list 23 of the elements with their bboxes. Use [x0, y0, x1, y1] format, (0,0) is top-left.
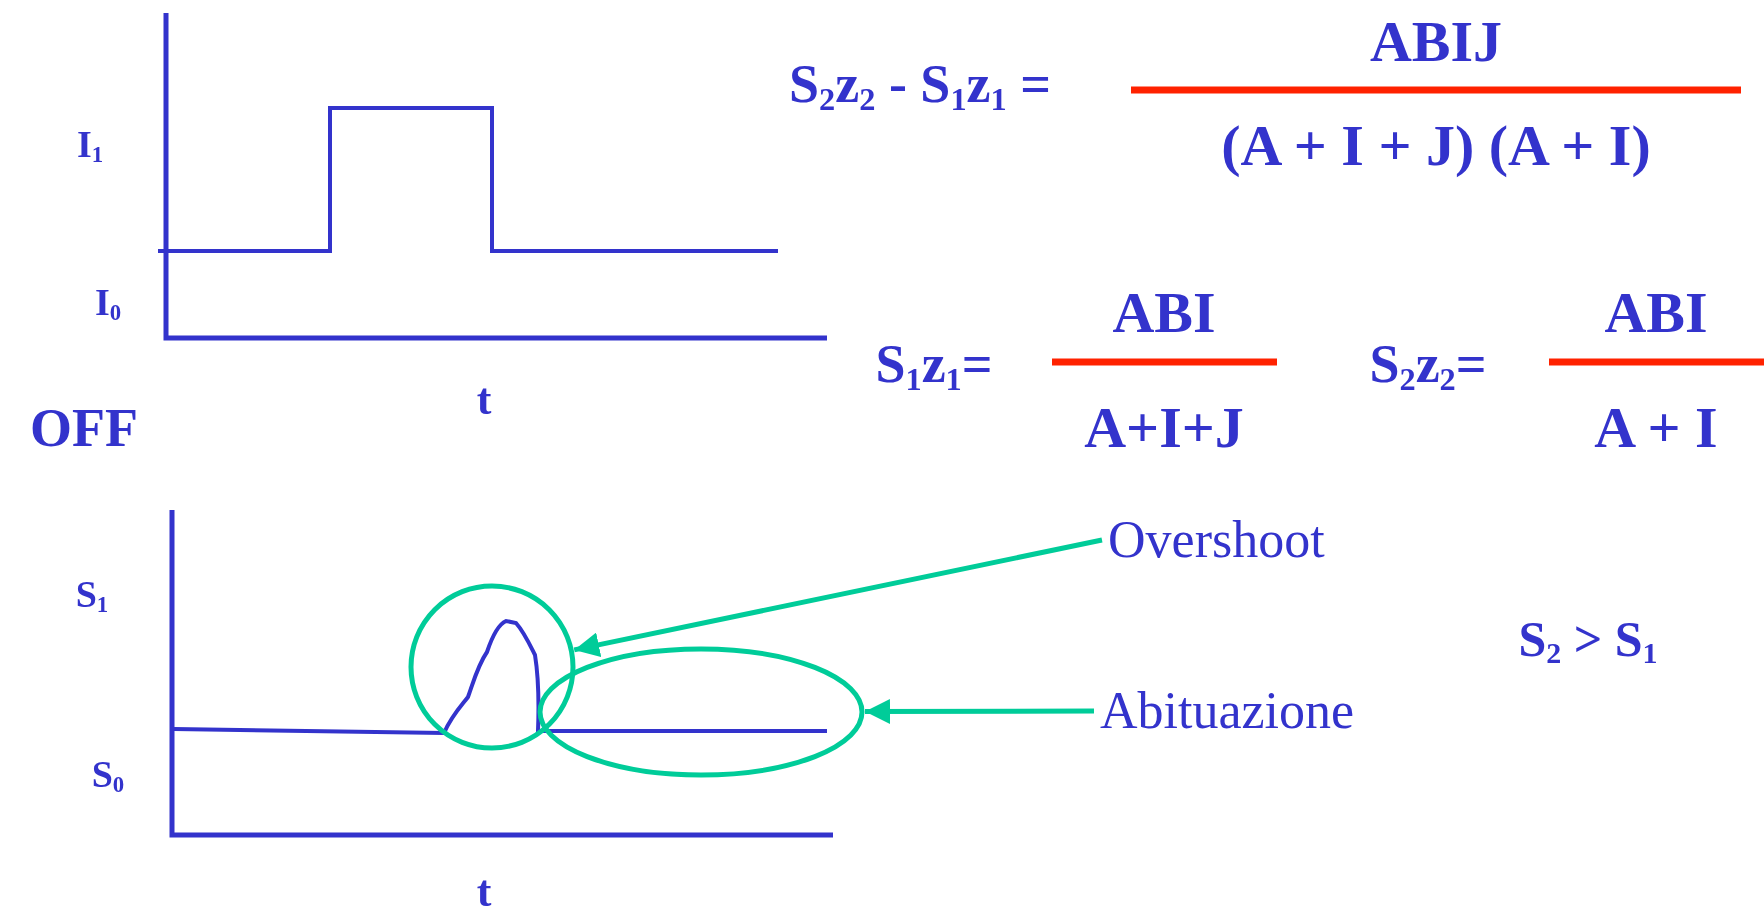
equation: S$_{1}$z$_{1}$= [875, 336, 993, 396]
callout-text: Abituazione [1100, 685, 1355, 737]
axis-label: t [476, 378, 492, 422]
equation: S$_{2}$z$_{2}$ - S$_{1}$z$_{1}$ = [788, 56, 1052, 116]
circle-outline [408, 583, 576, 751]
axis-label: t [476, 870, 492, 914]
numerator: ABI [1604, 284, 1708, 342]
leader-arrow [865, 699, 1094, 724]
axis-label: S$_{1}$ [75, 574, 109, 618]
numerator: ABIJ [1369, 13, 1503, 71]
equation: S$_{2}$z$_{2}$= [1369, 336, 1487, 396]
leader-arrow [573, 537, 1103, 657]
axis-label: OFF [30, 401, 138, 455]
equation: S$_{2}$ > S$_{1}$ [1518, 613, 1658, 669]
ellipse-outline [537, 646, 865, 778]
axis-label: I$_{1}$ [76, 124, 104, 168]
numerator: ABI [1112, 284, 1216, 342]
denominator: A + I [1594, 399, 1718, 457]
denominator: A+I+J [1084, 399, 1244, 457]
denominator: (A + I + J) (A + I) [1221, 117, 1651, 175]
axis-label: I$_{0}$ [94, 282, 122, 326]
callout-text: Overshoot [1108, 514, 1325, 566]
axis-label: S$_{0}$ [91, 754, 125, 798]
